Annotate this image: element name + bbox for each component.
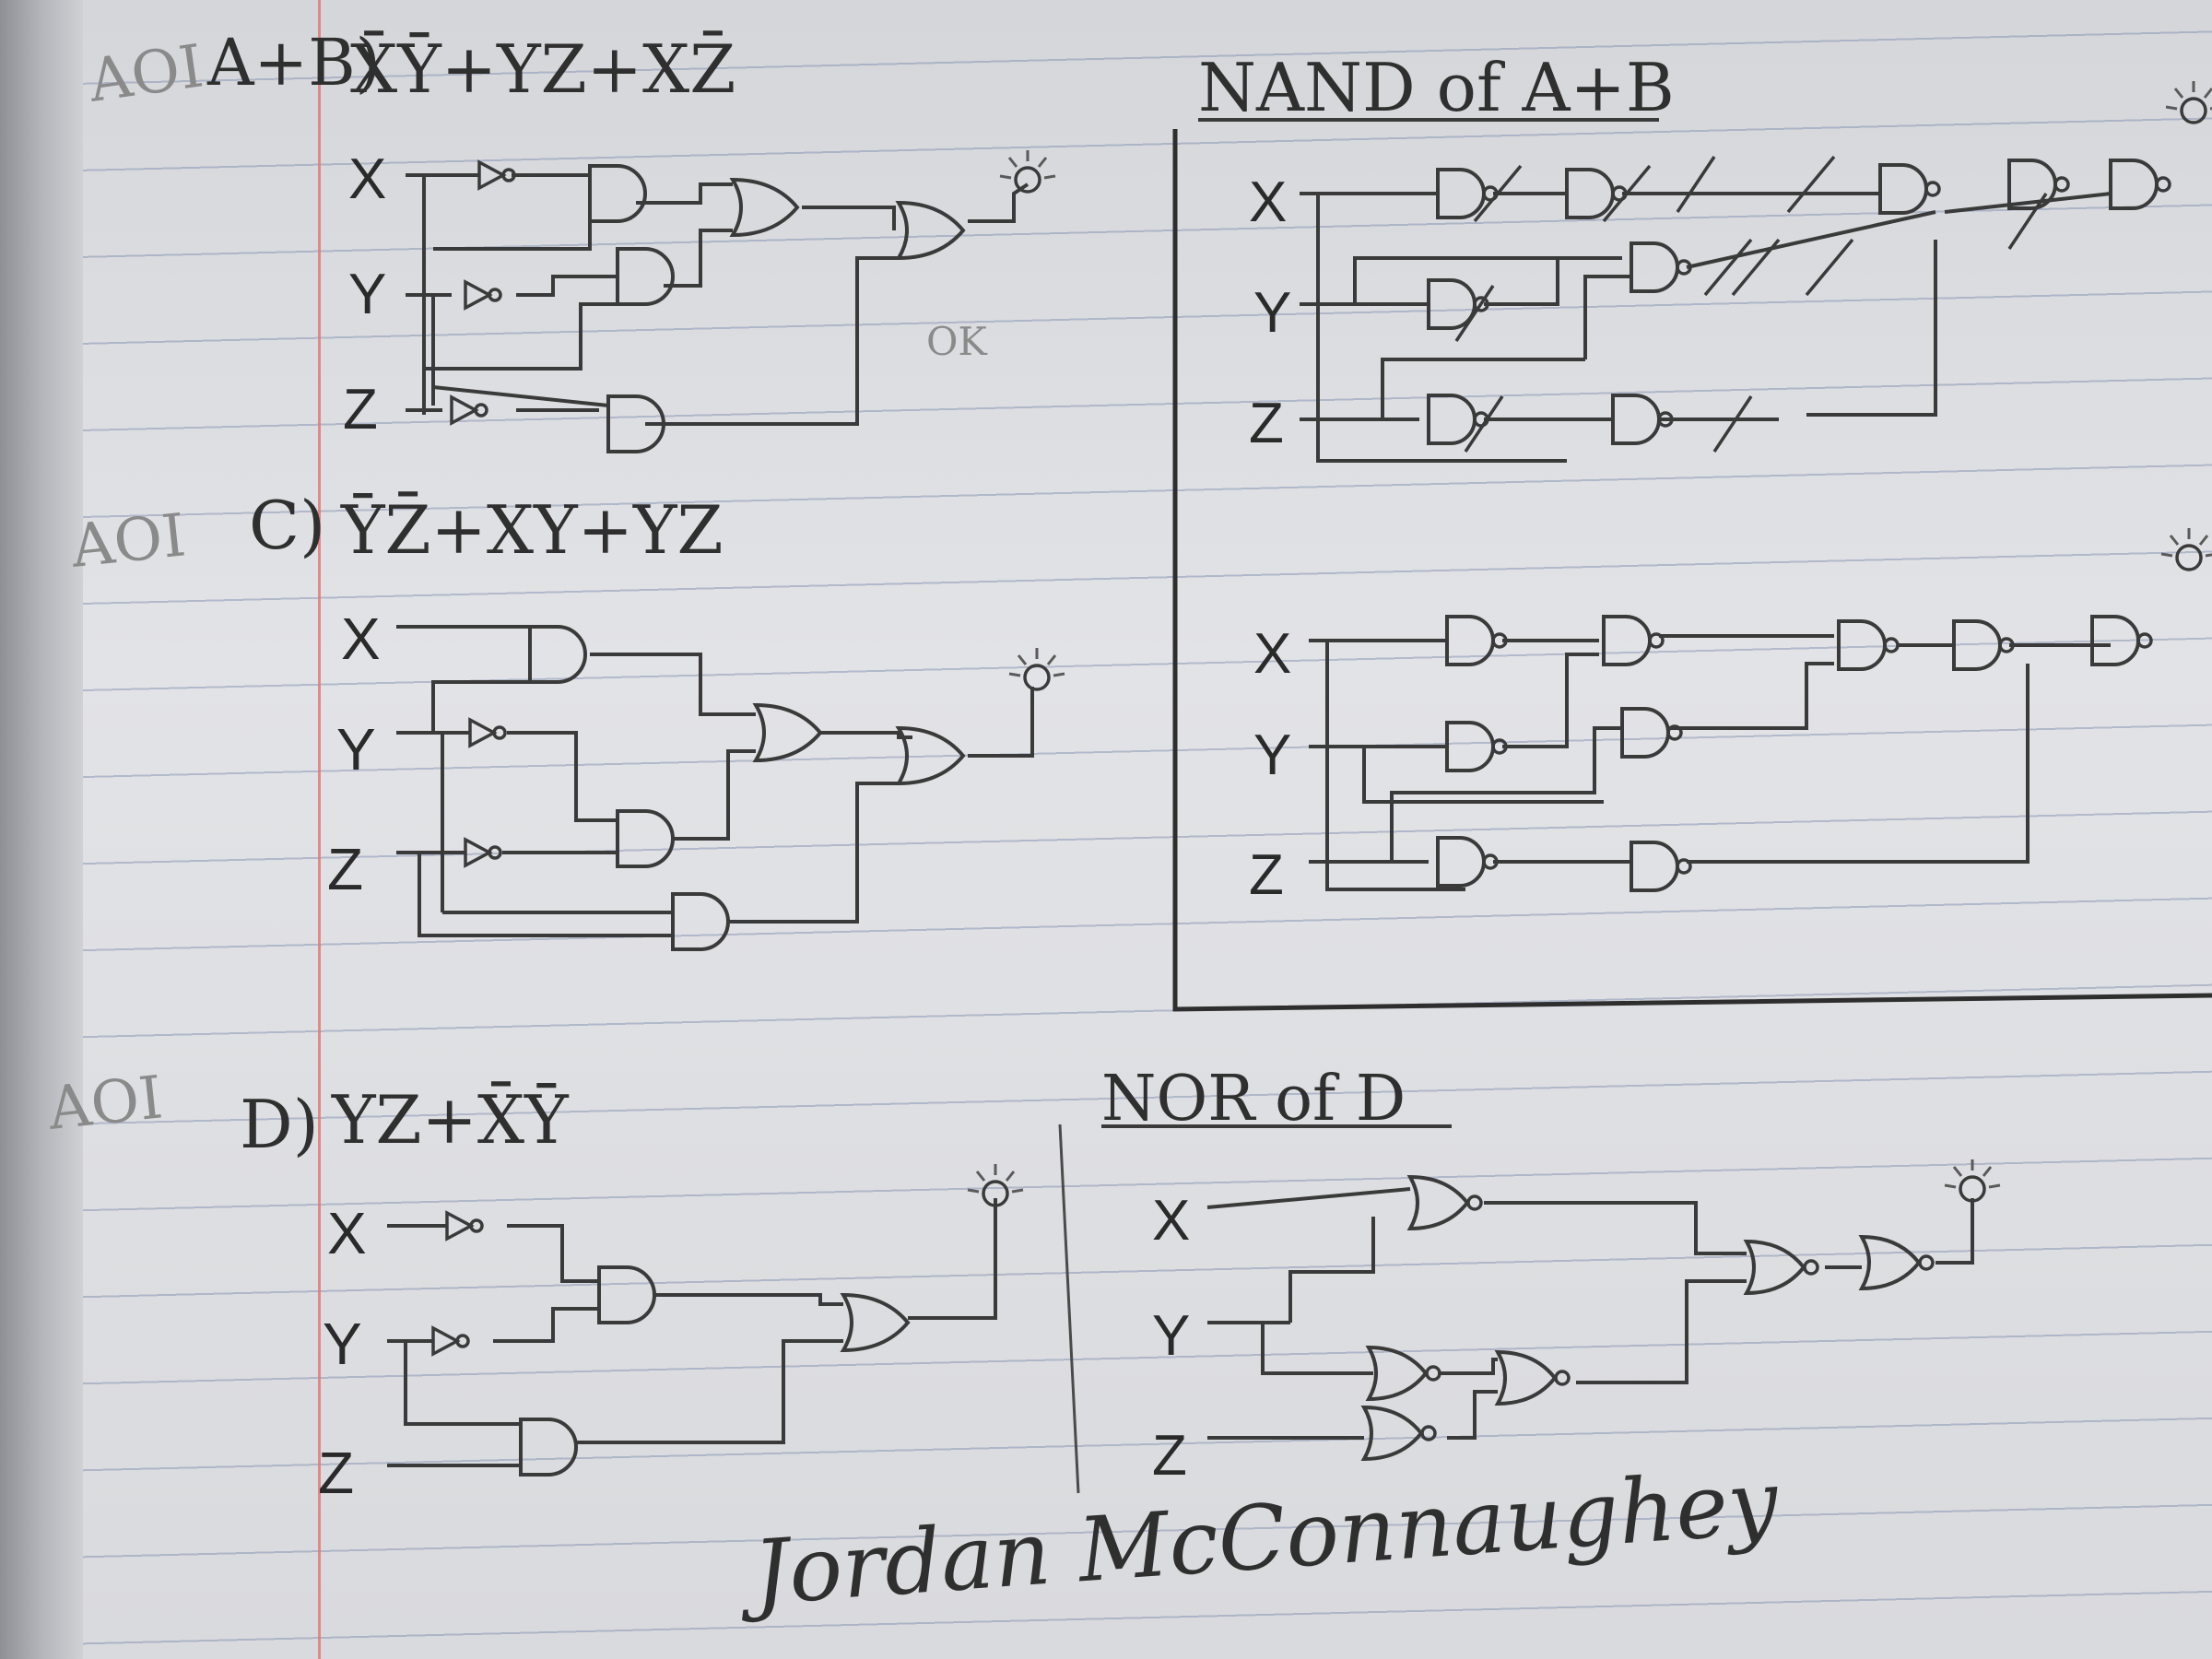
nand-input-y: Y: [1253, 281, 1291, 345]
nand-input-z: Z: [1249, 392, 1284, 455]
d-input-x: X: [327, 1200, 367, 1266]
nand-input-x: X: [1249, 171, 1287, 234]
section-ab-expr: X̄Ȳ+YZ+XZ̄: [350, 29, 735, 108]
section-d-expr: YZ+X̄Ȳ: [331, 1080, 570, 1159]
nor-wires: [1206, 1187, 1974, 1440]
nand-frame: [1172, 129, 2212, 1012]
nand2-input-z: Z: [1249, 843, 1284, 907]
section-ab: AOI A+B) X̄Ȳ+YZ+XZ̄ X Y Z OK: [84, 25, 1057, 453]
margin-line: [318, 0, 321, 1659]
nand2-input-x: X: [1253, 622, 1291, 686]
nand-bottom-wires: [1309, 634, 2111, 891]
section-nor: NOR of D X Y Z: [1101, 1063, 2002, 1488]
nor-input-y: Y: [1152, 1304, 1190, 1368]
nand-strikeouts: [1454, 155, 2048, 453]
section-c-expr: ȲZ̄+XY+YZ: [340, 490, 724, 569]
section-c-title: C): [249, 487, 325, 564]
c-input-z: Z: [327, 836, 363, 902]
section-ab-tag: AOI: [84, 32, 207, 116]
section-ab-title: A+B): [206, 25, 381, 100]
page-edge: [0, 0, 83, 1659]
divider-line: [1058, 1124, 1080, 1494]
c-wires: [396, 625, 1034, 937]
nand-top-lamp: [2164, 79, 2212, 124]
ab-input-y: Y: [348, 263, 386, 326]
d-wires: [387, 1198, 997, 1467]
nor-input-z: Z: [1152, 1424, 1187, 1488]
nand2-input-y: Y: [1253, 724, 1291, 787]
d-input-z: Z: [318, 1440, 354, 1506]
nor-input-x: X: [1152, 1189, 1190, 1253]
section-c: AOI C) ȲZ̄+XY+YZ X Y Z: [67, 487, 1066, 951]
section-nand: NAND of A+B X Y Z: [1172, 49, 2212, 1012]
nand-bottom-lamp: [2159, 526, 2212, 571]
section-ab-note: OK: [926, 319, 988, 364]
section-d: AOI D) YZ+X̄Ȳ X Y Z: [44, 1064, 1025, 1506]
section-c-tag: AOI: [67, 501, 189, 582]
d-input-y: Y: [323, 1311, 362, 1377]
signature: Jordan McConnaughey: [735, 1450, 1783, 1626]
c-output-lamp: [1007, 646, 1066, 691]
nand-top-wires: [1300, 192, 2112, 463]
c-input-x: X: [341, 606, 381, 672]
section-nor-title: NOR of D: [1101, 1063, 1406, 1135]
section-d-title: D): [240, 1086, 319, 1163]
section-d-tag: AOI: [44, 1064, 166, 1144]
ab-input-z: Z: [343, 378, 378, 441]
ab-input-x: X: [348, 147, 386, 211]
nor-output-lamp: [1943, 1158, 2002, 1203]
section-nand-title: NAND of A+B: [1198, 49, 1675, 126]
c-input-y: Y: [336, 716, 376, 782]
